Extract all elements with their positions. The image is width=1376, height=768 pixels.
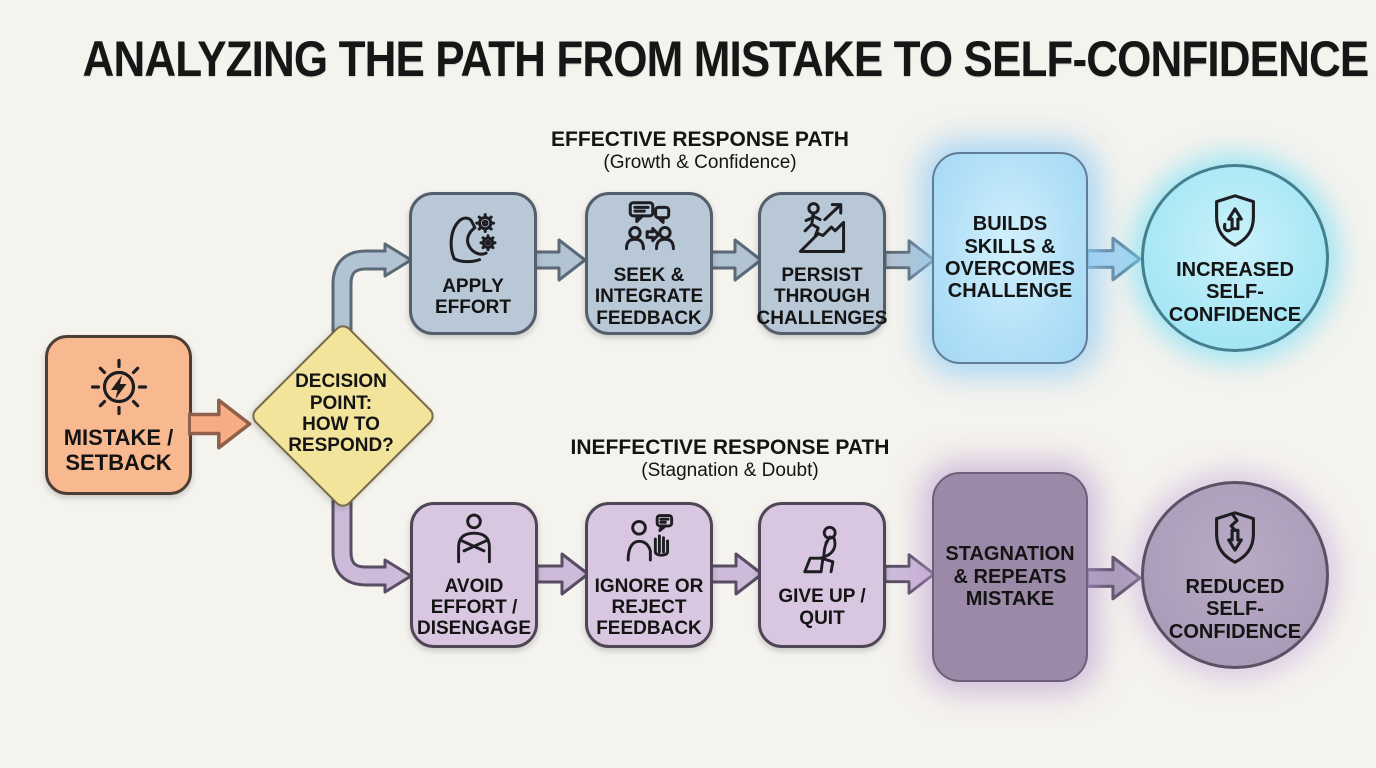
shield-arrow-up-icon xyxy=(1215,194,1255,247)
ineffective-path-subtitle: (Stagnation & Doubt) xyxy=(641,460,819,481)
decision-diamond: DECISION POINT: HOW TO RESPOND? xyxy=(248,321,438,511)
step-give-up-quit-label: GIVE UP / QUIT xyxy=(778,586,866,629)
step-seek-integrate-feedback-label: SEEK & INTEGRATE FEEDBACK xyxy=(594,265,704,329)
result-increased-self-confidence-label: INCREASED SELF- CONFIDENCE xyxy=(1168,258,1302,326)
outcome-builds-skills-label: BUILDS SKILLS & OVERCOMES CHALLENGE xyxy=(944,213,1076,303)
shield-arrow-down-icon xyxy=(1215,511,1255,564)
bicep-gears-icon xyxy=(449,212,497,263)
climb-upward-icon xyxy=(798,202,846,254)
arrow-ineffective-3 xyxy=(884,553,936,595)
reject-hand-icon xyxy=(626,513,674,561)
decision-label: DECISION POINT: HOW TO RESPOND? xyxy=(288,371,394,457)
start-node-mistake-setback: MISTAKE / SETBACK xyxy=(45,335,192,495)
outcome-builds-skills: BUILDS SKILLS & OVERCOMES CHALLENGE xyxy=(932,152,1088,364)
arrow-to-reduced-confidence xyxy=(1086,555,1142,601)
step-avoid-effort-disengage: AVOID EFFORT / DISENGAGE xyxy=(410,502,538,648)
ineffective-path-header: INEFFECTIVE RESPONSE PATH (Stagnation & … xyxy=(500,436,960,482)
effective-path-subtitle: (Growth & Confidence) xyxy=(603,152,797,173)
arrow-effective-3 xyxy=(884,239,936,281)
step-persist-through-challenges: PERSIST THROUGH CHALLENGES xyxy=(756,192,888,335)
arrow-start-to-decision xyxy=(188,398,252,450)
step-ignore-reject-feedback: IGNORE OR REJECT FEEDBACK xyxy=(585,502,713,648)
arrow-ineffective-2 xyxy=(710,552,764,596)
outcome-stagnation-repeats-mistake-label: STAGNATION & REPEATS MISTAKE xyxy=(945,543,1075,611)
ineffective-path-title: INEFFECTIVE RESPONSE PATH xyxy=(570,436,890,459)
step-apply-effort-label: APPLY EFFORT xyxy=(435,275,511,318)
arrow-effective-2 xyxy=(709,238,763,282)
arrow-to-increased-confidence xyxy=(1086,236,1142,282)
step-apply-effort: APPLY EFFORT xyxy=(409,192,537,335)
result-reduced-self-confidence-label: REDUCED SELF- CONFIDENCE xyxy=(1168,575,1302,643)
arrow-ineffective-1 xyxy=(536,552,590,596)
effective-path-title: EFFECTIVE RESPONSE PATH xyxy=(551,128,849,151)
feedback-exchange-icon xyxy=(625,201,675,251)
give-up-sitting-icon xyxy=(803,526,837,574)
crossed-arms-icon xyxy=(457,513,491,563)
step-avoid-effort-disengage-label: AVOID EFFORT / DISENGAGE xyxy=(416,575,532,640)
page-title: ANALYZING THE PATH FROM MISTAKE TO SELF-… xyxy=(82,31,1370,87)
arrow-effective-1 xyxy=(533,238,587,282)
result-increased-self-confidence: INCREASED SELF- CONFIDENCE xyxy=(1141,164,1329,352)
step-give-up-quit: GIVE UP / QUIT xyxy=(758,502,886,648)
outcome-stagnation-repeats-mistake: STAGNATION & REPEATS MISTAKE xyxy=(932,472,1088,682)
gear-lightning-icon xyxy=(90,358,147,415)
result-reduced-self-confidence: REDUCED SELF- CONFIDENCE xyxy=(1141,481,1329,669)
start-node-label: MISTAKE / SETBACK xyxy=(63,424,174,475)
effective-path-header: EFFECTIVE RESPONSE PATH (Growth & Confid… xyxy=(470,128,930,174)
step-ignore-reject-feedback-label: IGNORE OR REJECT FEEDBACK xyxy=(594,575,704,640)
connector-decision-to-effective xyxy=(331,242,413,338)
step-persist-through-challenges-label: PERSIST THROUGH CHALLENGES xyxy=(756,265,888,329)
step-seek-integrate-feedback: SEEK & INTEGRATE FEEDBACK xyxy=(585,192,713,335)
connector-decision-to-ineffective xyxy=(331,498,413,594)
